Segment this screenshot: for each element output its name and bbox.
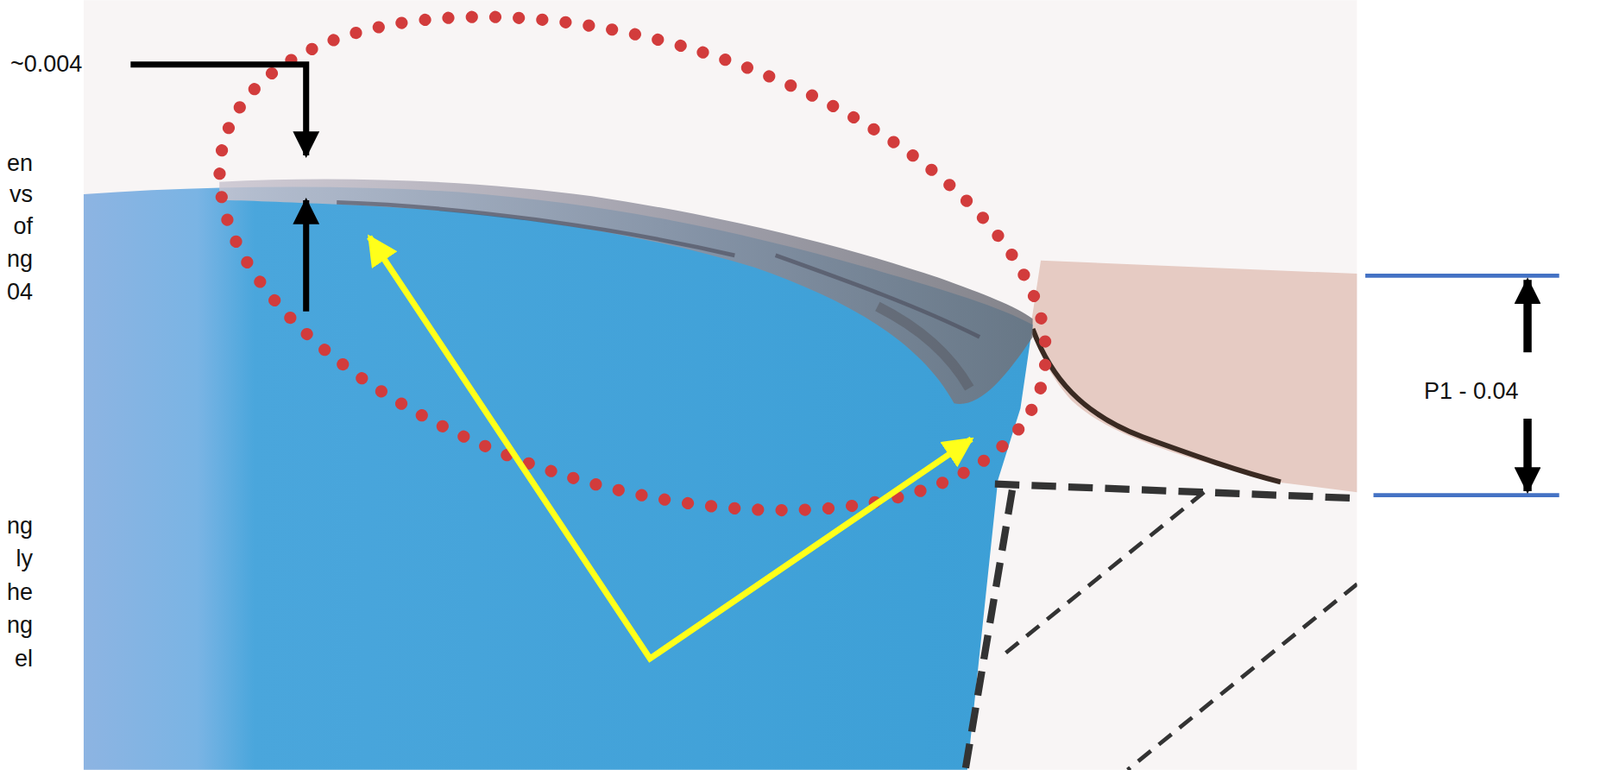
dashed-outline: [1127, 584, 1358, 770]
dimension-arrow: [302, 200, 309, 312]
dimension-arrow: [130, 64, 306, 156]
photo-ground: [83, 0, 1358, 770]
dashed-outline: [995, 484, 1358, 499]
text-fragment: of: [0, 212, 33, 240]
text-fragment: he: [0, 578, 33, 606]
text-fragment: ng: [0, 611, 33, 639]
workpiece-edge: [1033, 328, 1281, 482]
text-fragment: ly: [0, 544, 33, 573]
burr-streak: [336, 201, 980, 337]
dimension-line: [1365, 273, 1560, 278]
text-fragment: ng: [0, 245, 33, 273]
margin: [1357, 0, 1600, 770]
text-fragment: en: [0, 149, 33, 177]
dimension-arrow: [1523, 418, 1531, 492]
dashed-outline: [1005, 491, 1205, 654]
dimension-label: ~0.004: [10, 50, 82, 78]
text-fragment: el: [0, 644, 33, 673]
dimension-arrow: [1523, 279, 1531, 353]
dashed-outline: [965, 490, 1013, 770]
text-fragment: 04: [0, 277, 33, 306]
text-fragment: vs: [0, 180, 33, 208]
pointer-arrow: [369, 237, 972, 659]
text-fragment: ng: [0, 511, 33, 540]
highlight-ellipse: [159, 0, 1106, 601]
workpiece: [1030, 260, 1357, 492]
burr-streak: [877, 306, 970, 389]
dimension-label: P1 - 0.04: [1423, 377, 1519, 405]
dimension-line: [1373, 492, 1560, 498]
